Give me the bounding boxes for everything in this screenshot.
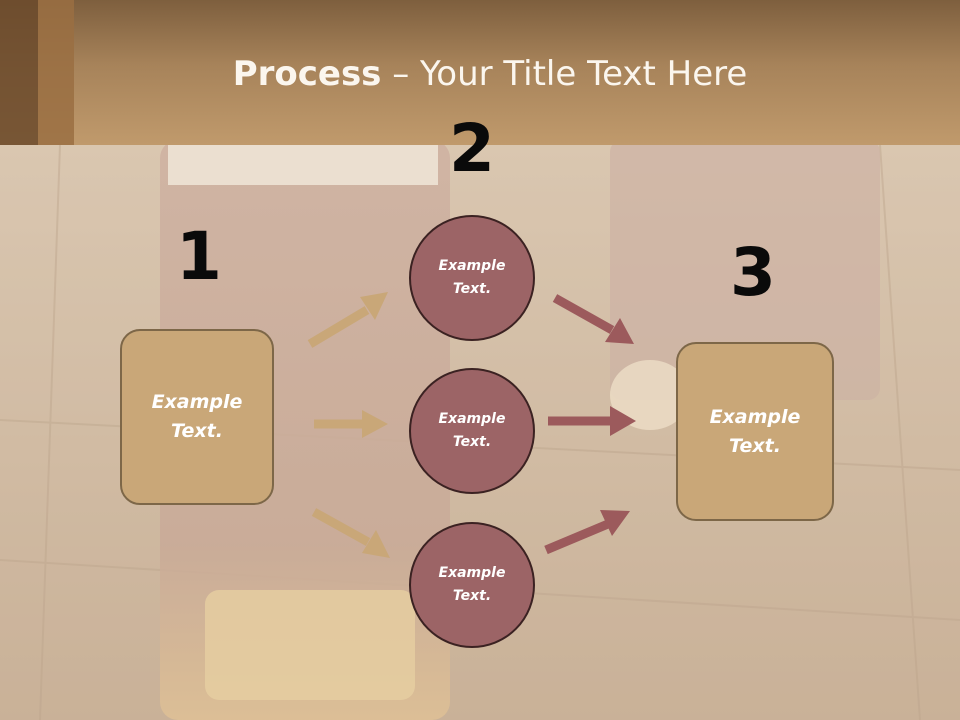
- step-3-box-text: Example Text.: [709, 405, 801, 457]
- arrow-circle-middle-to-box3: [548, 406, 636, 436]
- step-2-circle-top[interactable]: Example Text.: [409, 215, 535, 341]
- circle-text: Example Text.: [438, 411, 506, 450]
- step-number-3: 3: [730, 234, 776, 311]
- arrow-circle-bottom-to-box3: [544, 510, 630, 555]
- arrow-box1-to-circle-bottom: [311, 508, 390, 558]
- banner-accent-strip: [38, 0, 74, 145]
- step-2-circle-middle[interactable]: Example Text.: [409, 368, 535, 494]
- step-1-box-text: Example Text.: [151, 391, 243, 442]
- title-banner: [0, 0, 960, 145]
- step-3-box[interactable]: Example Text.: [676, 342, 834, 521]
- step-number-1: 1: [176, 218, 222, 295]
- title-rest: – Your Title Text Here: [381, 54, 748, 94]
- circle-text: Example Text.: [438, 258, 506, 297]
- arrow-box1-to-circle-top: [307, 292, 388, 348]
- slide-title[interactable]: Process – Your Title Text Here: [0, 52, 960, 96]
- title-bold: Process: [232, 54, 382, 94]
- step-2-circle-bottom[interactable]: Example Text.: [409, 522, 535, 648]
- arrow-box1-to-circle-middle: [314, 410, 388, 438]
- arrow-circle-top-to-box3: [552, 294, 634, 344]
- banner-accent-strip: [0, 0, 38, 145]
- step-1-box[interactable]: Example Text.: [120, 329, 274, 505]
- step-number-2: 2: [449, 110, 495, 187]
- circle-text: Example Text.: [438, 565, 506, 604]
